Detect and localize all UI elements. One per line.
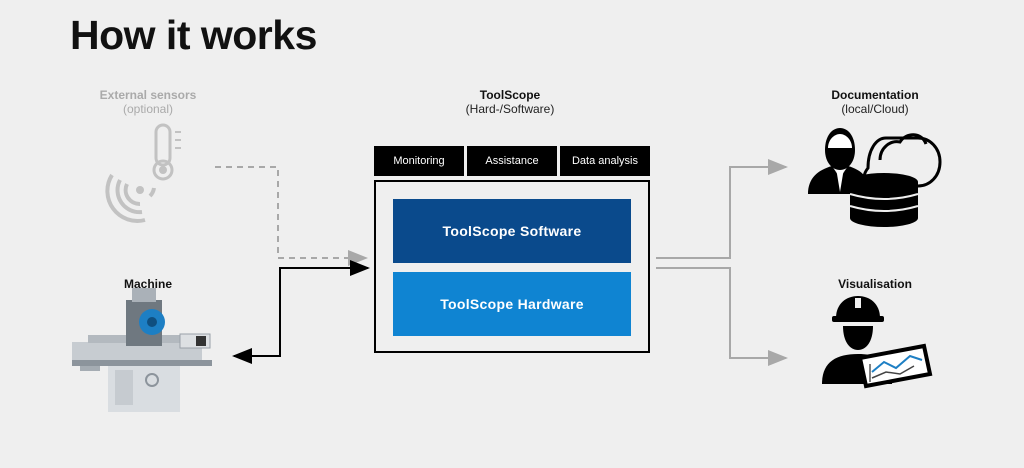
thermometer-wireless-icon (105, 123, 181, 223)
documentation-title: Documentation (831, 88, 919, 102)
external-sensors-title: External sensors (99, 88, 197, 102)
tab-data-analysis: Data analysis (560, 146, 650, 176)
machine-title: Machine (123, 277, 172, 291)
sensor-dashed-connector (215, 166, 368, 266)
documentation-subtitle: (local/Cloud) (841, 102, 909, 116)
worker-tablet-chart-icon (822, 296, 933, 389)
documentation-connector (656, 159, 788, 259)
toolscope-title: ToolScope (479, 88, 541, 102)
machine-bidirectional-connector (232, 260, 370, 364)
toolscope-subtitle: (Hard-/Software) (465, 102, 555, 116)
toolscope-software-block: ToolScope Software (393, 199, 631, 263)
toolscope-hardware-block: ToolScope Hardware (393, 272, 631, 336)
grinding-machine-image (72, 288, 212, 412)
page-title: How it works (70, 12, 317, 58)
visualisation-connector (656, 267, 788, 366)
visualisation-title: Visualisation (838, 277, 912, 291)
tab-monitoring: Monitoring (374, 146, 464, 176)
person-cloud-database-icon (808, 128, 942, 227)
external-sensors-subtitle: (optional) (122, 102, 174, 116)
tab-assistance: Assistance (467, 146, 557, 176)
